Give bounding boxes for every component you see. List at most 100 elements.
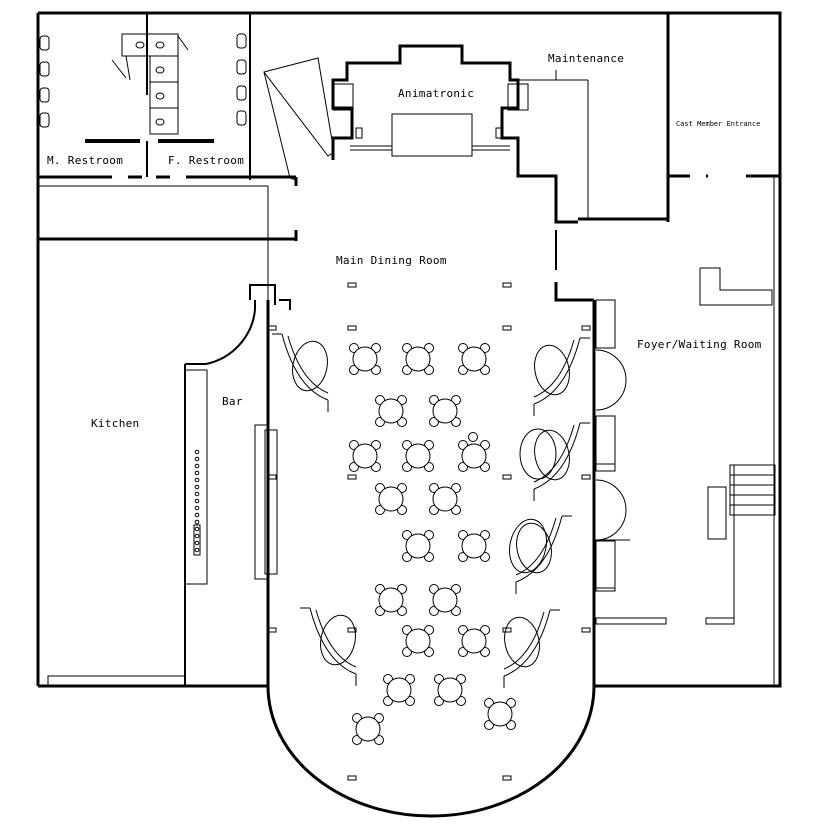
- wall-marker: [347, 627, 357, 633]
- dining-table: [402, 343, 434, 375]
- table-top: [405, 443, 431, 469]
- bench: [595, 415, 616, 465]
- booth-seat-inner: [533, 424, 575, 483]
- booths: [272, 333, 590, 688]
- tap: [194, 463, 200, 469]
- booth-table: [534, 429, 570, 481]
- table-top: [461, 346, 487, 372]
- booth: [503, 609, 560, 688]
- table-top: [432, 398, 458, 424]
- table-top: [352, 346, 378, 372]
- booth-seat-outer: [281, 333, 329, 401]
- booth-table: [534, 344, 570, 396]
- wall-marker: [347, 325, 357, 331]
- table-top: [352, 443, 378, 469]
- detail-lines: [38, 57, 776, 687]
- table-top: [378, 486, 404, 512]
- dining-table: [402, 625, 434, 657]
- tap: [194, 540, 200, 546]
- dining-table: [375, 584, 407, 616]
- table-top: [432, 486, 458, 512]
- room-label-kitchen: Kitchen: [91, 417, 140, 430]
- round-seat: [595, 349, 627, 411]
- dining-table: [375, 395, 407, 427]
- dining-table: [375, 483, 407, 515]
- table-top: [461, 533, 487, 559]
- bar-taps: [193, 449, 201, 556]
- dining-table: [349, 440, 381, 472]
- tap-handle: [193, 524, 201, 556]
- tap: [194, 533, 200, 539]
- tap: [194, 491, 200, 497]
- tap: [194, 512, 200, 518]
- table-top: [437, 677, 463, 703]
- wall-marker: [502, 325, 512, 331]
- wall-marker: [502, 474, 512, 480]
- tap: [194, 449, 200, 455]
- bench: [595, 299, 616, 349]
- restroom-fixtures: [39, 33, 247, 135]
- room-label-maintenance: Maintenance: [548, 52, 625, 65]
- room-label-cast-member-entrance: Cast Member Entrance: [676, 120, 761, 128]
- tap: [194, 519, 200, 525]
- booth-table: [320, 614, 356, 666]
- dining-table: [402, 530, 434, 562]
- tap: [194, 505, 200, 511]
- booth-seat-inner: [315, 609, 357, 668]
- tap: [194, 547, 200, 553]
- wall-marker: [347, 474, 357, 480]
- wall-marker: [267, 627, 277, 633]
- wall-marker: [581, 627, 591, 633]
- booth-seat-inner: [515, 517, 557, 576]
- booth-table: [504, 616, 540, 668]
- round-seat: [595, 479, 627, 541]
- booth: [533, 337, 590, 416]
- dining-table: [349, 343, 381, 375]
- dining-table: [458, 440, 490, 472]
- bench: [595, 540, 616, 592]
- foyer-benches: [595, 299, 627, 592]
- booth-seat-inner: [287, 335, 329, 394]
- tap: [194, 484, 200, 490]
- table-top: [386, 677, 412, 703]
- wall-marker: [502, 775, 512, 781]
- dining-table: [429, 483, 461, 515]
- dining-table: [458, 530, 490, 562]
- room-label-f-restroom: F. Restroom: [168, 154, 245, 167]
- booth-table: [516, 522, 552, 574]
- wall-markers: [267, 282, 591, 781]
- table-top: [405, 533, 431, 559]
- tap: [194, 470, 200, 476]
- wall-marker: [581, 325, 591, 331]
- wall-marker: [502, 627, 512, 633]
- dining-table: [352, 713, 384, 745]
- table-top: [461, 443, 487, 469]
- dining-table: [402, 440, 434, 472]
- dining-table: [434, 674, 466, 706]
- dining-table: [458, 343, 490, 375]
- booth: [515, 515, 572, 594]
- walls: [36, 11, 782, 818]
- table-top: [487, 701, 513, 727]
- booth-table: [509, 518, 547, 574]
- table-top: [405, 628, 431, 654]
- wall-marker: [267, 325, 277, 331]
- dining-table: [484, 698, 516, 730]
- booth-seat-outer: [533, 422, 581, 490]
- tap: [194, 477, 200, 483]
- table-top: [432, 587, 458, 613]
- tap: [194, 526, 200, 532]
- table-top: [461, 628, 487, 654]
- chair: [468, 432, 478, 442]
- booth-seat-inner: [533, 339, 575, 398]
- booth: [272, 333, 329, 412]
- dining-table: [429, 395, 461, 427]
- booth-seat-outer: [503, 609, 551, 677]
- wall-marker: [581, 474, 591, 480]
- table-top: [378, 587, 404, 613]
- booth-table: [519, 428, 557, 480]
- bench: [595, 539, 616, 589]
- booth-table: [292, 340, 328, 392]
- wall-marker: [347, 775, 357, 781]
